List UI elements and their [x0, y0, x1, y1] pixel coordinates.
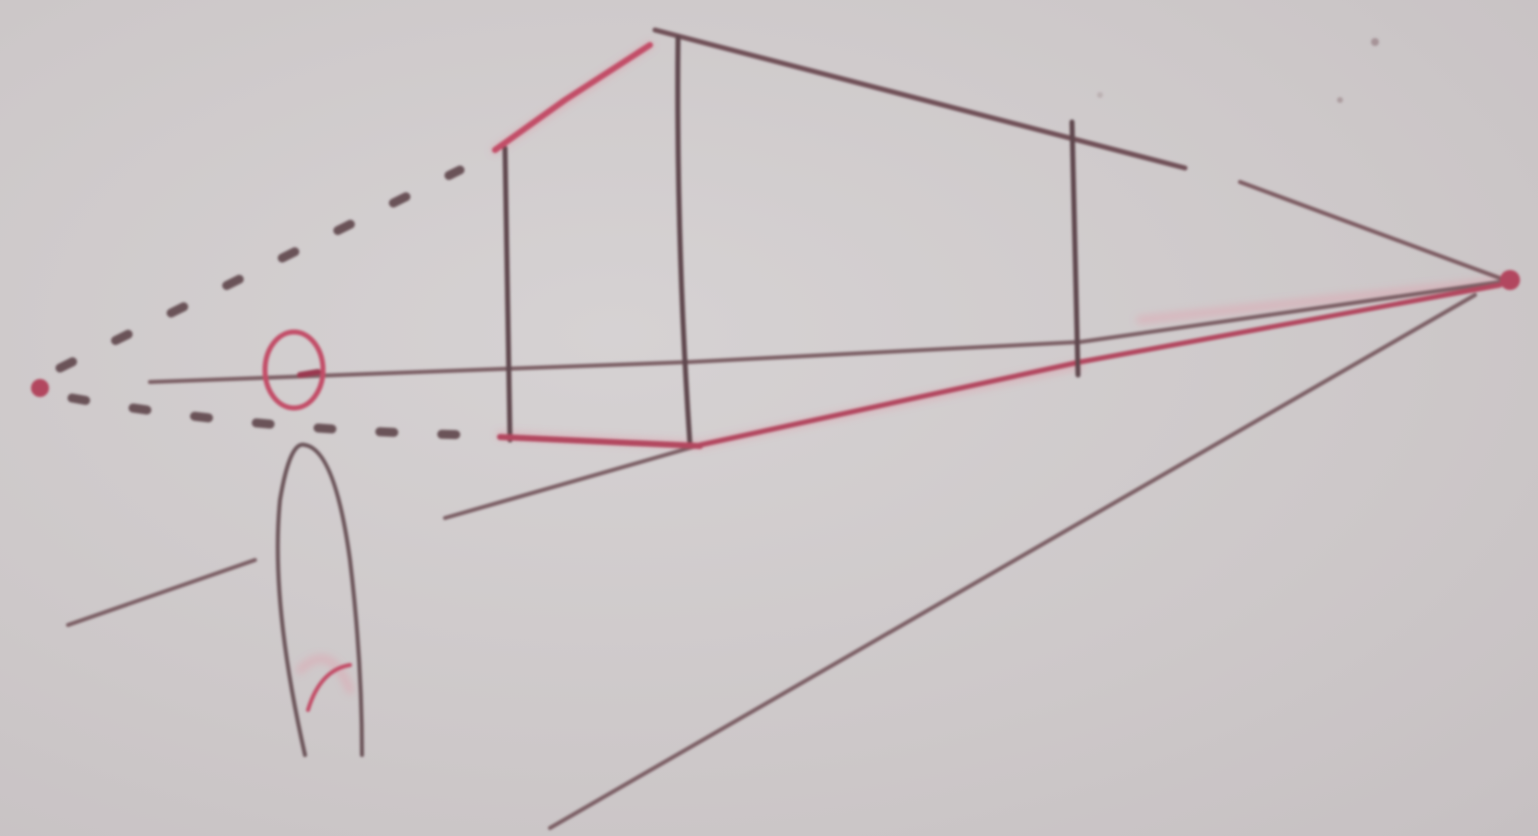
- box-top-left-edge: [495, 45, 650, 150]
- box-top-edge: [655, 30, 1185, 168]
- stray-mark: [1371, 38, 1379, 46]
- sight-line-bottom: [72, 398, 470, 435]
- ink-glow: [300, 45, 1510, 690]
- ground-line-far-left: [68, 560, 255, 625]
- sight-line-top: [60, 170, 460, 368]
- box-back-edge: [1072, 122, 1078, 375]
- stray-mark: [1337, 97, 1343, 103]
- top-edge-extension: [1240, 182, 1505, 280]
- box-front-edge: [678, 38, 690, 445]
- ground-line-left: [445, 445, 700, 518]
- observer-eye: [300, 372, 318, 375]
- observer-body: [278, 445, 362, 755]
- stray-mark: [1097, 92, 1103, 98]
- horizon-line: [150, 282, 1500, 382]
- station-point: [31, 379, 49, 397]
- vanishing-point: [1500, 270, 1520, 290]
- box-left-edge: [505, 148, 510, 440]
- box-bottom-edge: [700, 285, 1500, 445]
